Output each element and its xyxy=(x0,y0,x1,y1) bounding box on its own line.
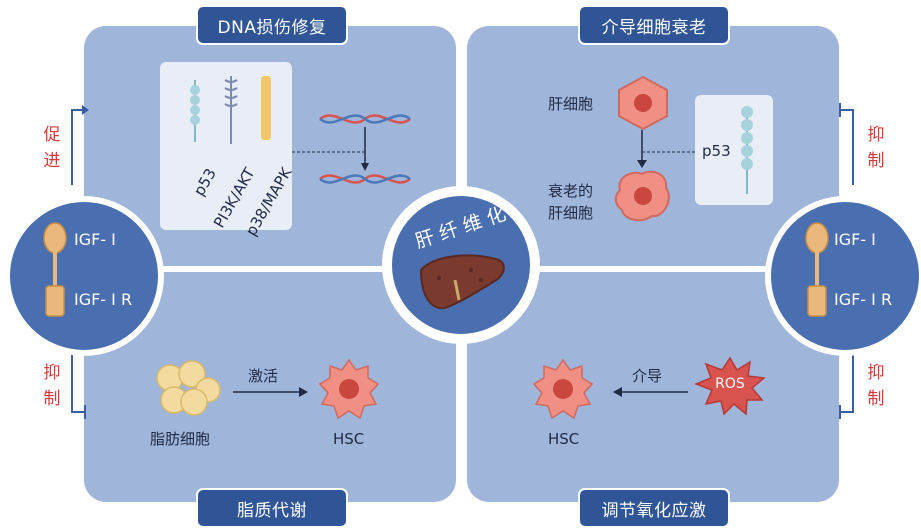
liver-icon xyxy=(419,254,505,310)
title-dna-repair: DNA损伤修复 xyxy=(196,5,348,45)
mark-inhibit-right-top: 抑制 xyxy=(867,125,885,171)
hsc-icon-left xyxy=(318,358,380,420)
arrow-senescence xyxy=(637,130,647,168)
mark-inhibit-right-bottom: 抑制 xyxy=(867,363,885,409)
adipocyte-label: 脂肪细胞 xyxy=(150,430,211,448)
igf-circle-left xyxy=(4,196,164,356)
adipocyte-icon xyxy=(156,360,221,416)
gene-icons xyxy=(190,76,271,144)
igf-circle-right xyxy=(765,196,921,356)
senescent-label-2: 肝细胞 xyxy=(548,204,594,222)
p53-protein-icon xyxy=(741,106,753,194)
igf1-label-right: IGF- I xyxy=(834,230,876,249)
senescent-cell-icon xyxy=(614,170,670,222)
title-oxidative: 调节氧化应激 xyxy=(578,488,730,528)
right-connectors xyxy=(839,103,854,419)
p53-label: p53 xyxy=(702,142,731,160)
p53-box xyxy=(695,95,773,205)
hepatocyte-label: 肝细胞 xyxy=(548,95,594,113)
hepatocyte-icon xyxy=(618,75,668,131)
hsc-label-left: HSC xyxy=(333,430,365,448)
senescent-label-1: 衰老的 xyxy=(548,182,594,200)
igf1r-label-left: IGF- I R xyxy=(74,290,133,309)
title-lipid: 脂质代谢 xyxy=(196,488,348,528)
receptor-icon-right xyxy=(805,222,829,317)
receptor-icon-left xyxy=(43,222,67,317)
igf1-label-left: IGF- I xyxy=(74,230,116,249)
ros-label: ROS xyxy=(715,376,745,392)
igf1r-label-right: IGF- I R xyxy=(834,290,893,309)
arrow-activate xyxy=(233,387,308,397)
ros-burst-icon xyxy=(694,356,766,416)
mark-promote-left: 促进 xyxy=(43,125,61,171)
title-senescence: 介导细胞衰老 xyxy=(578,5,730,45)
hsc-label-right: HSC xyxy=(548,430,580,448)
hsc-icon-right xyxy=(532,358,594,420)
p53-dashed-link xyxy=(642,151,698,153)
mark-inhibit-left: 抑制 xyxy=(43,363,61,409)
dna-repair-icon xyxy=(319,114,411,184)
dna-dashed-link xyxy=(292,151,364,153)
left-connectors xyxy=(71,105,89,419)
activate-label: 激活 xyxy=(248,367,279,385)
arrow-mediate xyxy=(613,387,688,397)
mediate-label: 介导 xyxy=(632,367,663,385)
